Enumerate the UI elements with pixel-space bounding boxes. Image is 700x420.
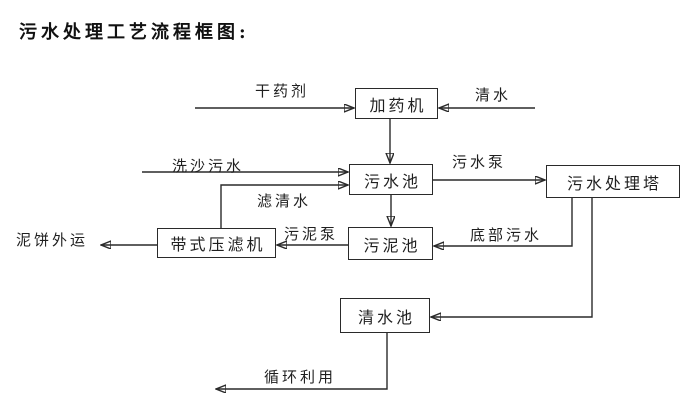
node-sewage-treatment-tower: 污水处理塔	[546, 165, 680, 198]
label-mud-cake-out: 泥饼外运	[16, 231, 89, 249]
label-filtered-water: 滤清水	[257, 192, 312, 210]
label-dry-agent: 干药剂	[255, 82, 310, 100]
label-bottom-sewage: 底部污水	[470, 226, 543, 244]
arrow-tower-to-clean-pool	[431, 198, 593, 317]
label-clean-water: 清水	[475, 86, 512, 104]
label-sludge-pump: 污泥泵	[284, 225, 339, 243]
label-recycle-use: 循环利用	[264, 368, 337, 386]
node-clean-water-pool: 清水池	[340, 298, 430, 333]
arrow-bottom-sewage-to-sludge-pool	[434, 198, 573, 246]
diagram-title: 污水处理工艺流程框图:	[19, 22, 250, 43]
label-sewage-pump: 污水泵	[452, 153, 507, 171]
node-belt-filter-press: 带式压滤机	[157, 228, 276, 258]
node-sludge-pool: 污泥池	[348, 227, 433, 260]
node-sewage-pool: 污水池	[349, 164, 433, 195]
arrow-filtered-water-return	[220, 185, 348, 228]
arrow-recycle-use	[216, 333, 388, 389]
label-sand-wash-sewage: 洗沙污水	[172, 157, 245, 175]
node-dosing-machine: 加药机	[355, 88, 438, 119]
